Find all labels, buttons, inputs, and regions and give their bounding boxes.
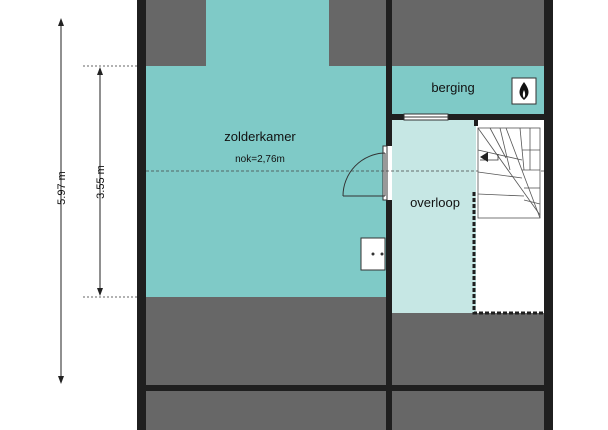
dimension-total — [58, 18, 64, 384]
wall-left — [137, 0, 146, 430]
sloped-area-top-mid — [329, 0, 386, 66]
boiler-unit — [511, 77, 537, 105]
dimension-usable-label: 3.55 m — [95, 165, 107, 199]
room-label-overloop: overloop — [410, 195, 460, 210]
wall-horizontal-bottom — [146, 385, 544, 391]
stair-balustrade — [472, 192, 544, 315]
sloped-area-bottom-right-lower — [392, 391, 544, 430]
room-note-ridge-height: nok=2,76m — [235, 154, 285, 165]
sloped-area-top-right — [392, 0, 544, 66]
zolderkamer-area — [146, 66, 386, 297]
walls — [137, 0, 553, 430]
room-label-zolderkamer: zolderkamer — [224, 129, 296, 144]
zolderkamer-top-strip — [206, 0, 329, 66]
dimension-total-label: 5.97 m — [56, 171, 68, 205]
wall-berging-bottom-right — [448, 114, 544, 120]
sloped-ceiling-areas — [146, 0, 544, 430]
wall-berging-bottom-left — [392, 114, 404, 120]
wall-middle-top — [386, 0, 392, 146]
flame-icon — [519, 82, 529, 100]
dimension-usable — [83, 65, 137, 298]
sloped-area-bottom-right — [392, 313, 544, 385]
sloped-area-top-left — [146, 0, 206, 66]
sloped-area-bottom-left-lower — [146, 391, 386, 430]
berging-opening — [403, 113, 449, 121]
room-label-berging: berging — [431, 80, 474, 95]
rooms — [146, 0, 544, 313]
overloop-area — [392, 120, 476, 313]
stair-direction-arrow-icon — [480, 152, 488, 162]
sloped-area-bottom-left — [146, 297, 386, 385]
wash-basin — [360, 237, 386, 271]
staircase — [477, 127, 541, 219]
wall-middle-bottom — [386, 200, 392, 430]
door-zolderkamer — [342, 145, 388, 201]
wall-stair-stub — [474, 120, 478, 126]
wall-right — [544, 0, 553, 430]
